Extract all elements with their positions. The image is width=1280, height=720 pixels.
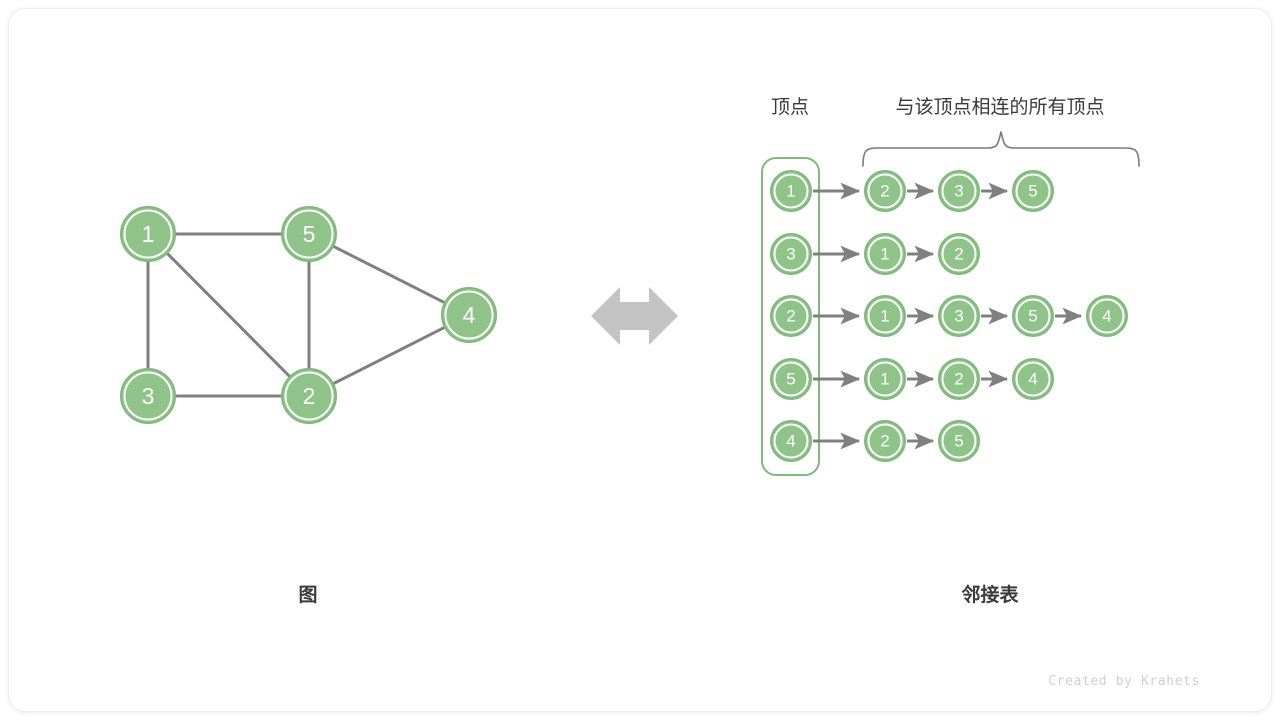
caption-graph: 图 [298,585,318,606]
adjacency-neighbor-3-2[interactable]: 2 [938,233,980,275]
node-label: 4 [1028,370,1037,389]
node-label: 1 [786,182,795,201]
node-inner-ring [941,298,977,334]
node-label: 2 [786,307,795,326]
adjacency-neighbor-4-2[interactable]: 2 [864,420,906,462]
node-inner-ring [941,173,977,209]
node-label: 1 [880,307,889,326]
adjacency-neighbor-5-2[interactable]: 2 [938,358,980,400]
graph-node-5[interactable]: 5 [281,206,337,262]
graph-edge-group [146,232,447,398]
graph-edge [331,244,447,305]
node-label: 3 [954,182,963,201]
adjacency-vertex-4[interactable]: 4 [770,420,812,462]
credit-watermark: Created by Krahets [1048,674,1200,689]
node-inner-ring [444,290,494,340]
node-label: 1 [142,221,155,247]
node-inner-ring [773,298,809,334]
node-label: 3 [786,245,795,264]
adjacency-neighbor-5-4[interactable]: 4 [1012,358,1054,400]
node-label: 2 [954,370,963,389]
node-inner-ring [941,361,977,397]
graph-node-4[interactable]: 4 [441,287,497,343]
node-label: 2 [303,383,316,409]
node-label: 2 [880,182,889,201]
node-label: 2 [880,432,889,451]
adjacency-vertex-3[interactable]: 3 [770,233,812,275]
node-label: 1 [880,370,889,389]
node-label: 2 [954,245,963,264]
node-inner-ring [867,298,903,334]
node-inner-ring [867,236,903,272]
node-label: 1 [880,245,889,264]
graph-node-group: 1 5 4 3 2 [120,206,497,424]
adjacency-neighbor-2-1[interactable]: 1 [864,295,906,337]
node-label: 5 [954,432,963,451]
node-label: 4 [786,432,795,451]
node-inner-ring [123,209,173,259]
adjacency-neighbor-1-3[interactable]: 3 [938,170,980,212]
adjacency-neighbor-2-4[interactable]: 4 [1086,295,1128,337]
adjacency-vertex-5[interactable]: 5 [770,358,812,400]
node-label: 4 [1102,307,1111,326]
node-inner-ring [773,236,809,272]
node-inner-ring [1015,361,1051,397]
adjacency-brace-icon [862,131,1140,167]
node-inner-ring [284,209,334,259]
adjacency-vertex-1[interactable]: 1 [770,170,812,212]
node-label: 4 [463,302,476,328]
adjacency-link-group [813,182,1083,450]
node-inner-ring [941,236,977,272]
double-headed-arrow-icon [591,287,678,345]
node-label: 3 [142,383,155,409]
figure-card [9,9,1271,711]
node-inner-ring [1089,298,1125,334]
header-vertex: 顶点 [770,97,809,118]
adjacency-neighbor-1-5[interactable]: 5 [1012,170,1054,212]
node-inner-ring [1015,173,1051,209]
node-inner-ring [867,173,903,209]
graph-node-1[interactable]: 1 [120,206,176,262]
node-label: 5 [786,370,795,389]
node-label: 5 [1028,307,1037,326]
adjacency-neighbor-2-3[interactable]: 3 [938,295,980,337]
graph-edge [165,251,292,379]
node-inner-ring [773,173,809,209]
node-inner-ring [1015,298,1051,334]
graph-node-3[interactable]: 3 [120,368,176,424]
adjacency-vertex-2[interactable]: 2 [770,295,812,337]
node-inner-ring [773,423,809,459]
node-inner-ring [867,361,903,397]
node-label: 3 [954,307,963,326]
adjacency-neighbor-1-2[interactable]: 2 [864,170,906,212]
adjacency-neighbor-5-1[interactable]: 1 [864,358,906,400]
node-inner-ring [941,423,977,459]
node-inner-ring [773,361,809,397]
node-inner-ring [123,371,173,421]
adjacency-neighbor-3-1[interactable]: 1 [864,233,906,275]
node-inner-ring [284,371,334,421]
node-inner-ring [867,423,903,459]
node-label: 5 [303,221,316,247]
adjacency-neighbor-4-5[interactable]: 5 [938,420,980,462]
caption-adjacency-list: 邻接表 [961,585,1019,606]
graph-node-2[interactable]: 2 [281,368,337,424]
header-adjacent-vertices: 与该顶点相连的所有顶点 [895,97,1105,118]
graph-edge [331,325,447,386]
node-label: 5 [1028,182,1037,201]
adjacency-node-group: 1 2 3 5 3 1 2 2 1 3 5 4 5 1 2 4 4 2 5 [770,170,1128,462]
adjacency-neighbor-2-5[interactable]: 5 [1012,295,1054,337]
